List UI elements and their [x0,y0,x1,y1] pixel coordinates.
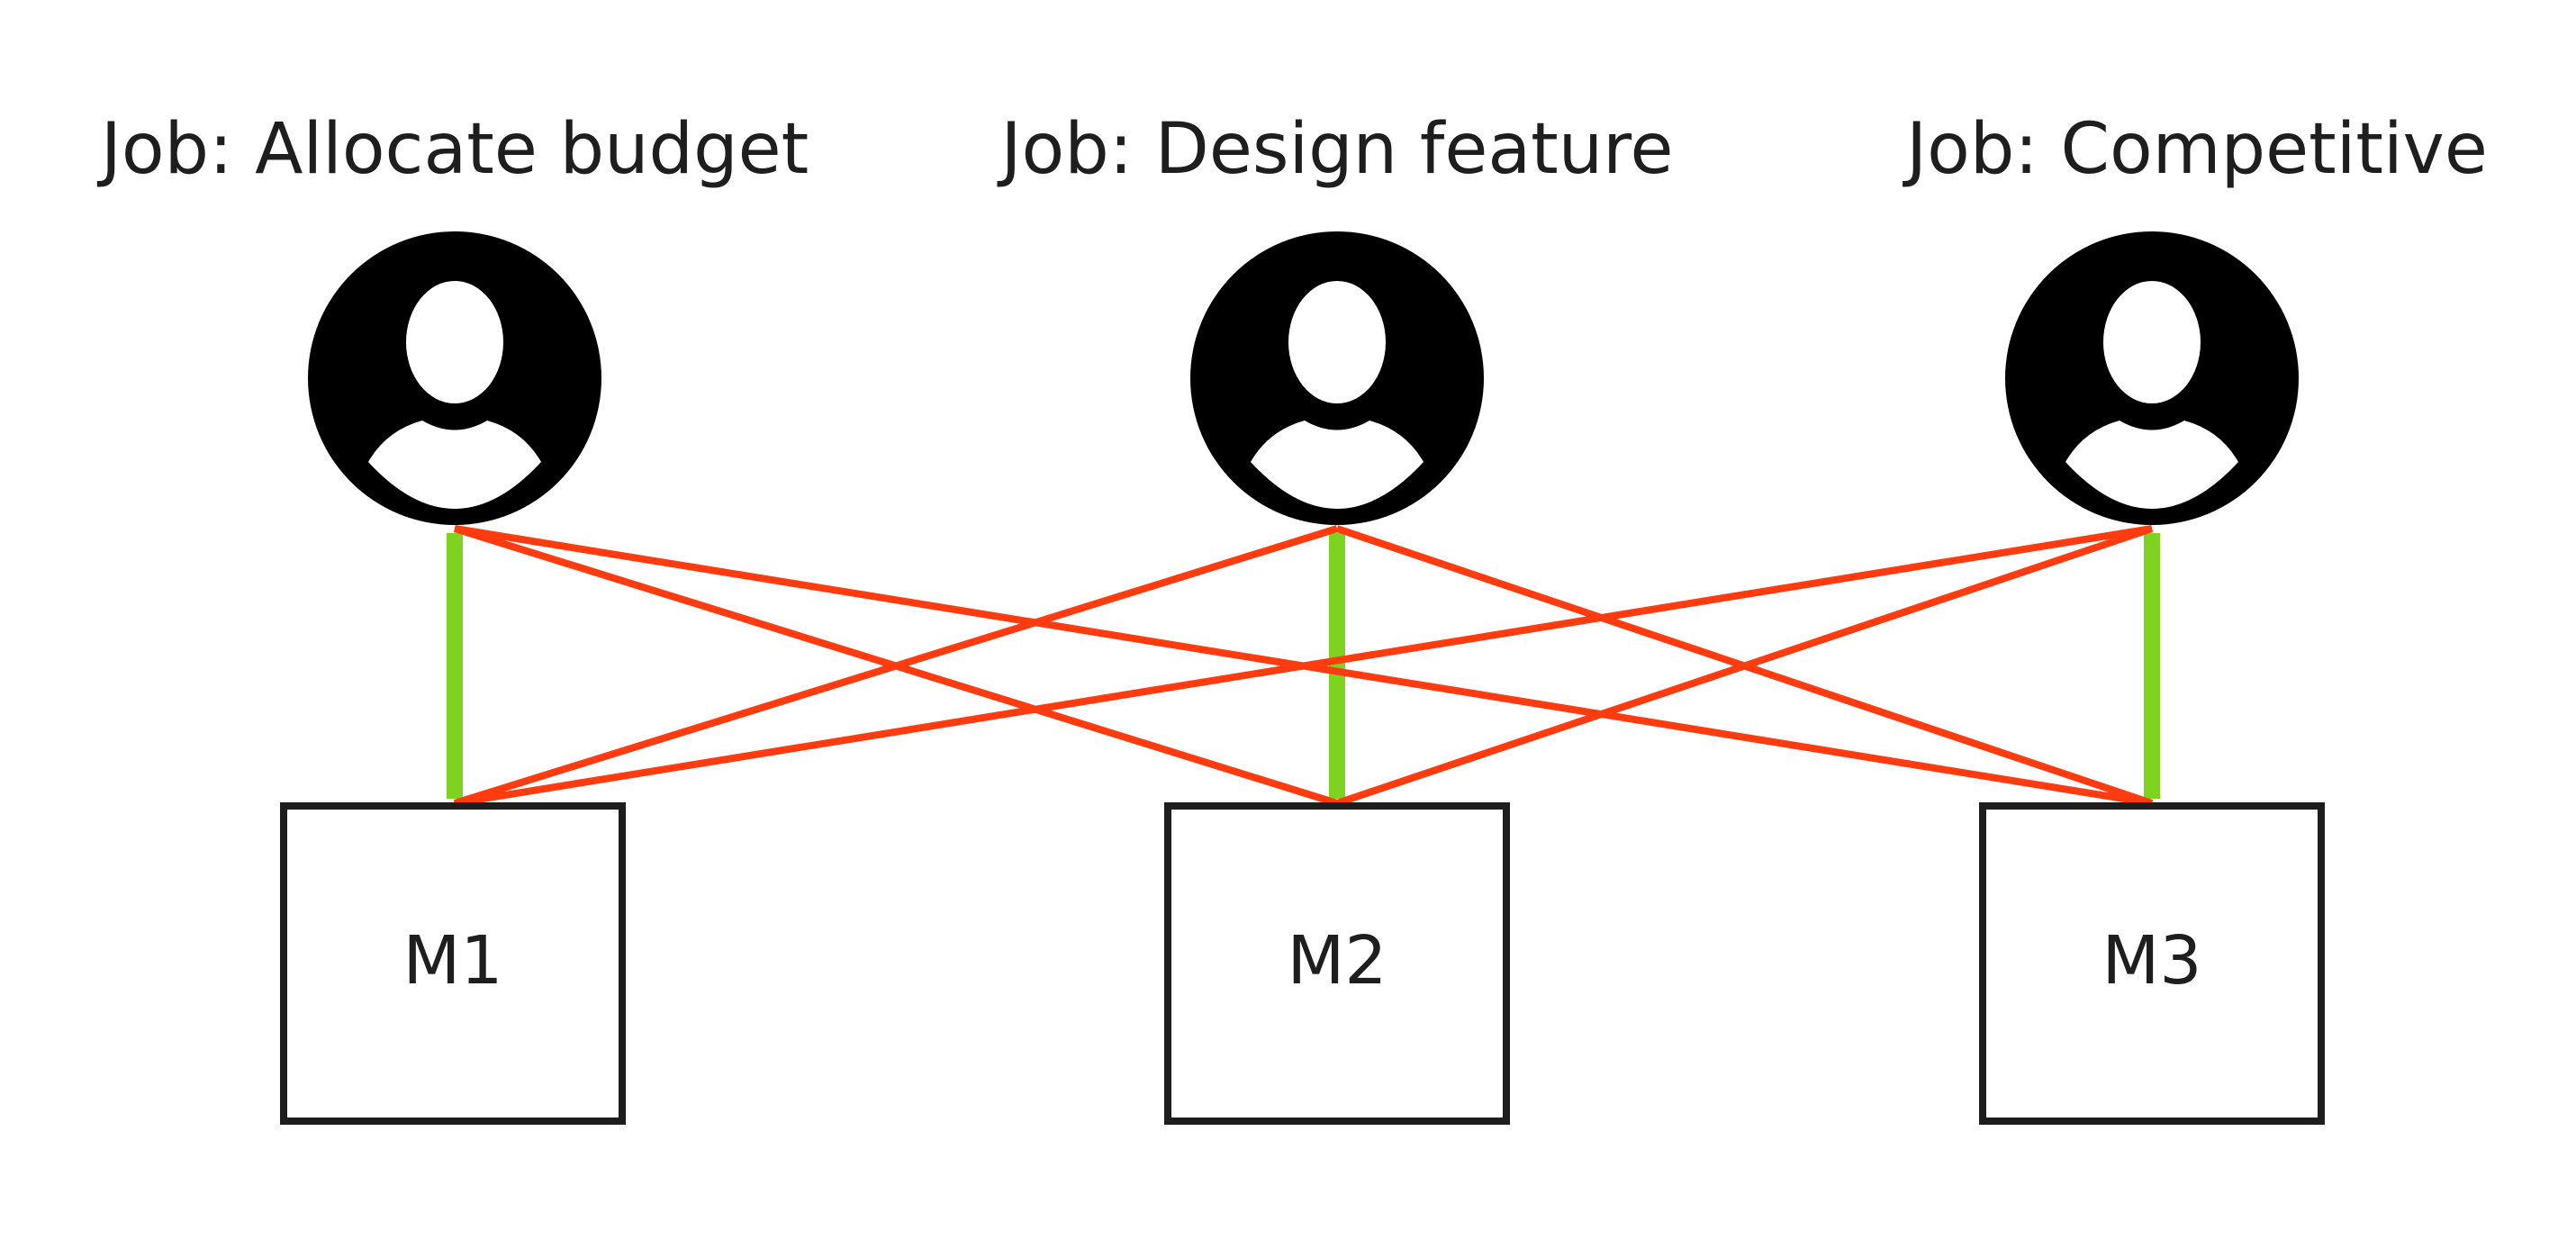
machine-box-m2 [1164,802,1510,1125]
machine-label-m3: M3 [2102,922,2202,1000]
user-avatar-icon [308,231,601,525]
machine-box-m1 [280,802,626,1125]
job-label-allocate-budget: Job: Allocate budget [96,109,809,190]
machine-label-m1: M1 [403,922,503,1000]
machine-box-m3 [1979,802,2325,1125]
link-design-feature-to-m1 [453,525,1339,807]
machine-label-m2: M2 [1288,922,1387,1000]
links-layer [447,525,2160,807]
link-competitive-to-m2 [1335,525,2154,807]
link-competitive-to-m1 [454,525,2153,807]
job-label-competitive: Job: Competitive [1902,109,2488,190]
user-avatar-icon [1190,231,1484,525]
job-label-design-feature: Job: Design feature [996,109,1673,190]
user-avatar-icon [2005,231,2299,525]
